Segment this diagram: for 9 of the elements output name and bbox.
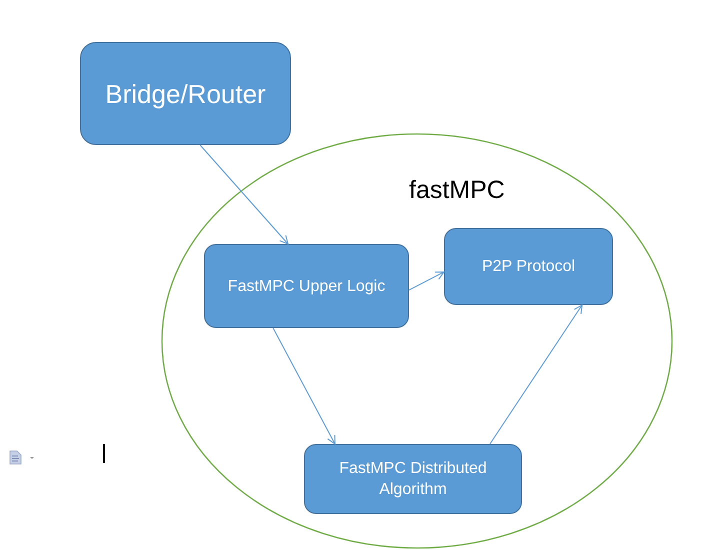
arrow: [489, 304, 583, 444]
arrow: [272, 328, 336, 444]
process-box: FastMPC Upper Logic: [204, 244, 409, 328]
arrow: [200, 144, 289, 244]
process-box: FastMPC Distributed Algorithm: [304, 444, 522, 514]
process-box: P2P Protocol: [444, 228, 613, 305]
arrow: [408, 271, 444, 291]
process-box: Bridge/Router: [80, 42, 291, 145]
group-title: fastMPC: [409, 175, 505, 205]
